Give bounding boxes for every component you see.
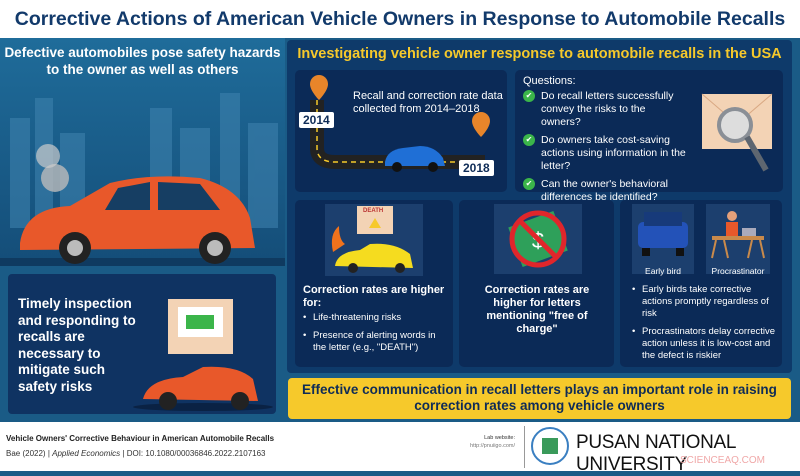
person-at-desk-icon [711,211,765,259]
defective-car-illustration [0,93,285,266]
journal: Applied Economics [52,449,121,458]
timeline-box: 2014 2018 Recall and correction rate dat… [295,70,507,192]
university-seal-logo [531,427,569,465]
hazard-panel: Defective automobiles pose safety hazard… [0,38,285,266]
university-name: PUSAN NATIONAL UNIVERSITY [576,432,736,475]
procrastinator-label: Procrastinator [711,266,765,276]
author: Bae (2022) [6,449,46,458]
watermark: SCIENCEAQ.COM [680,455,766,466]
paper-title: Vehicle Owners' Corrective Behaviour in … [6,434,275,443]
citation: Bae (2022) | Applied Economics | DOI: 10… [6,449,266,458]
lab-label: Lab website: [484,435,515,441]
inspection-text: Timely inspection and responding to reca… [18,296,136,394]
letter-word: DEATH [363,208,384,214]
finding-behavior-item: Procrastinators delay corrective action … [632,326,778,362]
finding-risk-item: Life-threatening risks [303,312,451,324]
finding-free-box: $ Correction rates are higher for letter… [459,200,614,367]
page-title: Corrective Actions of American Vehicle O… [0,0,800,38]
divider [524,426,525,468]
finding-behavior-item: Early birds take corrective actions prom… [632,284,778,320]
timeline-road-illustration [310,75,490,172]
questions-box: Questions: Do recall letters successfull… [515,70,783,203]
letter-magnifier-icon [701,93,773,172]
investigation-heading: Investigating vehicle owner response to … [297,46,782,62]
question-item: Do owners take cost-saving actions using… [523,134,688,173]
finding-risk-box: DEATH Correction rates are higher for: L… [295,200,453,367]
no-money-icon: $ [494,204,582,274]
map-pin-icon [472,112,490,137]
investigation-panel: Investigating vehicle owner response to … [287,40,792,373]
conclusion-banner: Effective communication in recall letter… [288,378,791,419]
hazard-text: Defective automobiles pose safety hazard… [4,45,281,77]
car-front-icon [638,212,688,256]
timeline-end-year: 2018 [459,160,494,176]
finding-free-heading: Correction rates are higher for letters … [484,284,590,335]
inspection-panel: Timely inspection and responding to reca… [8,274,276,414]
procrastinator-card: Procrastinator [706,204,770,276]
question-item: Do recall letters successfully convey th… [523,90,688,129]
lab-url[interactable]: http://pnuiigo.com/ [470,443,515,449]
doi-link[interactable]: DOI: 10.1080/00036846.2022.2107163 [126,449,266,458]
finding-risk-heading: Correction rates are higher for: [303,284,445,309]
timeline-start-year: 2014 [299,112,334,128]
finding-risk-item: Presence of alerting words in the letter… [303,330,451,354]
early-bird-label: Early bird [645,266,681,276]
footer: Vehicle Owners' Corrective Behaviour in … [0,422,800,475]
early-bird-card: Early bird [632,204,694,276]
recall-letter-car-illustration [133,299,273,411]
timeline-text: Recall and correction rate data collecte… [353,90,503,115]
burning-car-letter-illustration [325,204,423,276]
finding-behavior-box: Early bird Procrastinator Early birds ta… [620,200,782,367]
map-pin-icon [310,75,328,100]
questions-label: Questions: [523,75,576,87]
